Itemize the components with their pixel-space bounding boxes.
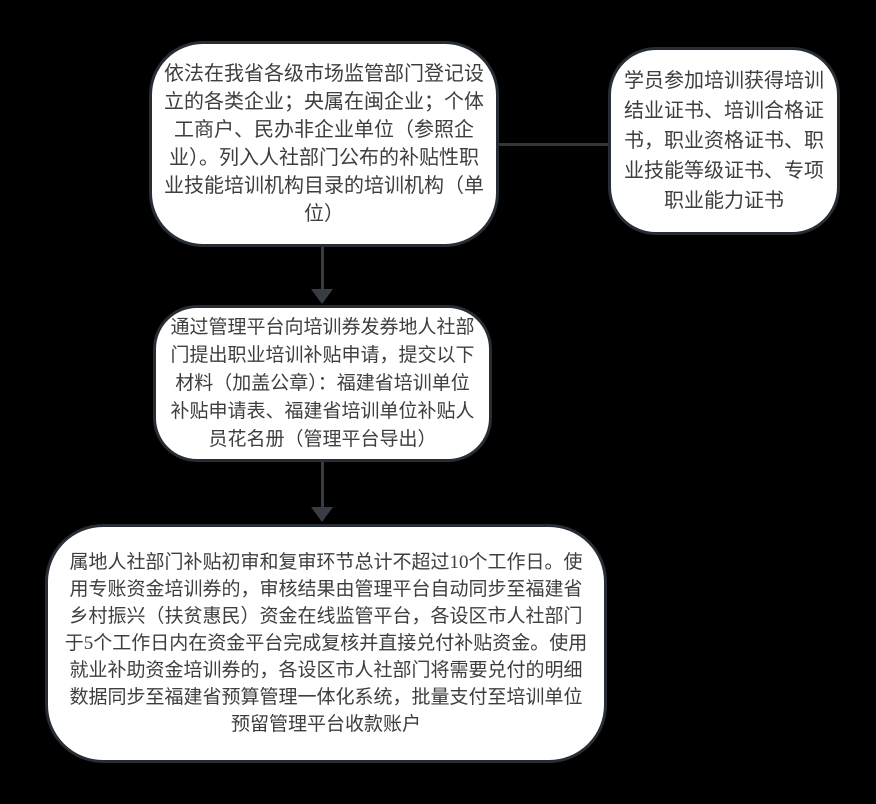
node-application-text: 通过管理平台向培训券发券地人社部门提出职业培训补贴申请，提交以下材料（加盖公章）…	[170, 316, 475, 450]
flowchart-node-certificates: 学员参加培训获得培训结业证书、培训合格证书，职业资格证书、职业技能等级证书、专项…	[608, 47, 840, 235]
node-certificates-text: 学员参加培训获得培训结业证书、培训合格证书，职业资格证书、职业技能等级证书、专项…	[624, 70, 824, 212]
node-review-payment-text: 属地人社部门补贴初审和复审环节总计不超过10个工作日。使用专账资金培训券的，审核…	[64, 552, 588, 735]
arrow-down-application-to-review-stem	[321, 462, 324, 509]
flowchart-node-eligible-entities: 依法在我省各级市场监管部门登记设立的各类企业；央属在闽企业；个体工商户、民办非企…	[149, 41, 499, 247]
arrow-down-application-to-review-head	[311, 507, 333, 522]
flowchart-node-application: 通过管理平台向培训券发券地人社部门提出职业培训补贴申请，提交以下材料（加盖公章）…	[153, 305, 492, 462]
arrow-down-eligible-to-application-head	[311, 289, 333, 304]
connector-line-certificates-to-eligible-entities	[499, 143, 608, 146]
node-eligible-entities-text: 依法在我省各级市场监管部门登记设立的各类企业；央属在闽企业；个体工商户、民办非企…	[164, 63, 484, 225]
arrow-down-eligible-to-application-stem	[321, 247, 324, 291]
flowchart-node-review-payment: 属地人社部门补贴初审和复审环节总计不超过10个工作日。使用专账资金培训券的，审核…	[45, 524, 607, 763]
